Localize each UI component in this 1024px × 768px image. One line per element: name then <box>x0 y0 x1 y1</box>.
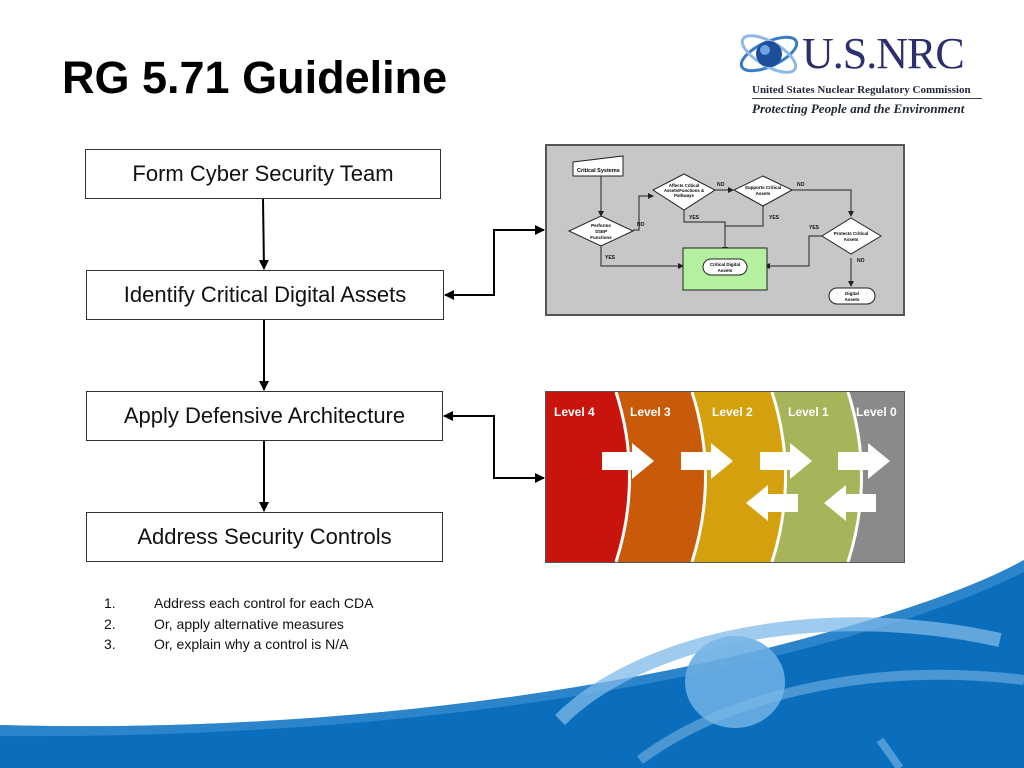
list-item: 3.Or, explain why a control is N/A <box>104 636 349 652</box>
svg-text:NO: NO <box>717 182 725 188</box>
svg-text:Critical Digital: Critical Digital <box>710 262 740 267</box>
right-arrow-icon <box>760 443 812 479</box>
svg-text:Assets: Assets <box>844 237 859 242</box>
svg-text:Assets/Functions &: Assets/Functions & <box>664 188 704 193</box>
right-arrow-icon <box>602 443 654 479</box>
slide-title: RG 5.71 Guideline <box>62 52 448 103</box>
svg-text:YES: YES <box>605 255 616 261</box>
svg-text:Performs: Performs <box>591 223 611 228</box>
level-0-band <box>848 392 904 562</box>
step-identify-cdas: Identify Critical Digital Assets <box>86 270 444 320</box>
nrc-logo: U.S.NRC United States Nuclear Regulatory… <box>736 24 986 120</box>
digital-assets-node <box>828 287 876 305</box>
right-arrow-icon <box>838 443 890 479</box>
level-2-label: Level 2 <box>712 405 753 419</box>
controls-list: 1.Address each control for each CDA 2.Or… <box>104 593 373 655</box>
svg-text:NO: NO <box>857 258 865 264</box>
logo-wordmark: U.S.NRC <box>802 29 965 78</box>
level-0-label: Level 0 <box>856 405 897 419</box>
svg-text:Assets: Assets <box>718 268 733 273</box>
list-item: 2.Or, apply alternative measures <box>104 615 344 632</box>
cda-node <box>702 258 748 276</box>
svg-text:Affects Critical: Affects Critical <box>669 183 699 188</box>
svg-text:Digital: Digital <box>845 291 859 296</box>
svg-text:Functions: Functions <box>590 235 612 240</box>
level-1-label: Level 1 <box>788 405 829 419</box>
list-item: 1.Address each control for each CDA <box>104 595 374 611</box>
svg-text:Supports Critical: Supports Critical <box>745 185 781 190</box>
svg-text:Pathways: Pathways <box>674 193 694 198</box>
critical-systems-label: Critical Systems <box>577 168 620 174</box>
logo-subtitle: United States Nuclear Regulatory Commiss… <box>752 84 971 96</box>
left-arrow-icon <box>824 485 876 521</box>
cda-flowchart-svg: Critical Systems Performs SSEP Functions… <box>567 155 882 305</box>
right-arrow-icon <box>681 443 733 479</box>
svg-text:Assets: Assets <box>845 297 860 302</box>
atom-globe-icon <box>739 34 799 74</box>
svg-text:YES: YES <box>689 215 700 221</box>
defensive-levels-diagram: Level 4 Level 3 Level 2 Level 1 Level 0 <box>545 391 905 563</box>
svg-text:NO: NO <box>637 222 645 228</box>
svg-text:Assets: Assets <box>756 191 771 196</box>
svg-text:SSEP: SSEP <box>595 229 607 234</box>
svg-text:YES: YES <box>809 225 820 231</box>
defensive-levels-svg: Level 4 Level 3 Level 2 Level 1 Level 0 <box>546 391 904 563</box>
step-defensive-architecture: Apply Defensive Architecture <box>86 391 443 441</box>
cda-flowchart: Critical Systems Performs SSEP Functions… <box>545 144 905 316</box>
performs-ssep-decision <box>567 215 635 247</box>
step-form-team: Form Cyber Security Team <box>85 149 441 199</box>
svg-text:NO: NO <box>797 182 805 188</box>
svg-text:Protects Critical: Protects Critical <box>834 231 869 236</box>
level-3-label: Level 3 <box>630 405 671 419</box>
supports-critical-decision <box>732 175 794 207</box>
step-security-controls: Address Security Controls <box>86 512 443 562</box>
affects-critical-decision <box>652 173 716 211</box>
logo-divider <box>752 98 982 99</box>
critical-systems-node <box>572 155 624 177</box>
level-4-label: Level 4 <box>554 405 595 419</box>
logo-tagline: Protecting People and the Environment <box>752 101 965 116</box>
left-arrow-icon <box>746 485 798 521</box>
svg-text:YES: YES <box>769 215 780 221</box>
protects-critical-decision <box>821 217 882 255</box>
